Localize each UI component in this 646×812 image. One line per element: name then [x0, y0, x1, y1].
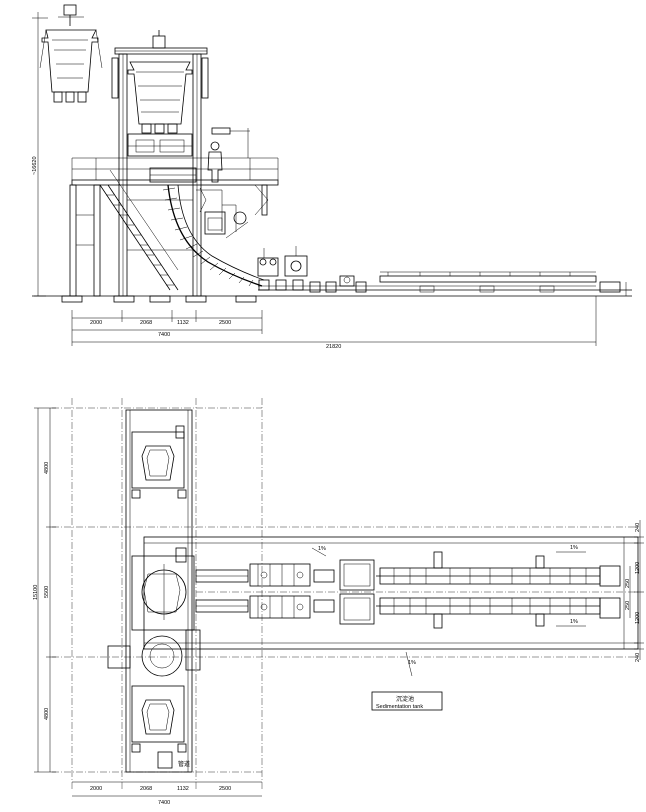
- elevation-total-dim: 21820: [326, 344, 341, 350]
- elevation-dim-4: 2500: [219, 320, 231, 326]
- operator-platform: [69, 157, 279, 297]
- elevation-dim-2: 2068: [140, 320, 152, 326]
- withdrawal-units: [257, 246, 308, 291]
- slope-label-4: 1%: [408, 660, 416, 666]
- sedimentation-tank: 沉淀池 Sedimentation tank: [371, 691, 443, 711]
- plan-right-inner-1: 250: [625, 579, 631, 588]
- plan-dim-4: 2500: [219, 786, 231, 792]
- turret-circle: [107, 629, 201, 677]
- slope-markers: 1% 1% 1% 1%: [311, 545, 586, 677]
- elevation-span-dim: 7400: [158, 332, 170, 338]
- tank-label-en: Sedimentation tank: [376, 704, 423, 710]
- ladle-station-bottom: [131, 685, 187, 769]
- caster-strand: [149, 167, 265, 287]
- slope-label-1: 1%: [318, 546, 326, 552]
- plan-span-dim: 7400: [158, 800, 170, 806]
- operator-figure: [207, 127, 250, 183]
- ladle-station-top: [131, 425, 187, 499]
- plan-height-text: 15100: [33, 585, 39, 600]
- plan-ladle-stations: 管道: [107, 425, 201, 769]
- plan-dim-3: 1132: [177, 786, 189, 792]
- foundation-blocks: [61, 295, 257, 303]
- plan-dim-2: 2068: [140, 786, 152, 792]
- elevation-height-dimension: ~16620: [32, 12, 48, 297]
- plan-right-dim-4: 240: [635, 653, 641, 662]
- strand-upper: [195, 551, 621, 591]
- ladle-station-middle: [131, 547, 195, 631]
- strand-lower: [195, 593, 621, 629]
- plan-left-dim-2: 5500: [44, 586, 50, 598]
- plan-right-dim-1: 240: [635, 523, 641, 532]
- elevation-dim-1: 2000: [90, 320, 102, 326]
- plan-building: [125, 409, 193, 773]
- plan-right-inner-2: 250: [625, 601, 631, 610]
- plan-right-dimensions: 240 1200 1200 240 250 250: [625, 520, 644, 662]
- plan-left-dim-3: 4800: [44, 708, 50, 720]
- plan-right-dim-2: 1200: [635, 562, 641, 574]
- slope-label-3: 1%: [570, 619, 578, 625]
- plan-right-dim-3: 1200: [635, 612, 641, 624]
- tank-label-cn: 沉淀池: [396, 695, 414, 703]
- stairs: [99, 169, 179, 291]
- plan-dimension-chain: 2000 2068 1132 2500 7400: [72, 781, 262, 806]
- elevation-view: ~16620: [32, 4, 632, 350]
- left-ladle: [39, 4, 103, 103]
- runout-table: [258, 271, 632, 296]
- elevation-dimension-chain: 2000 2068 1132 2500 7400 21820: [71, 296, 597, 350]
- elevation-height-text: ~16620: [32, 156, 38, 175]
- plan-view: 15100 4800 5500 4800: [33, 398, 644, 806]
- plan-left-dim-1: 4800: [44, 462, 50, 474]
- plan-strand-bay: [143, 536, 639, 650]
- plan-small-label: 管道: [178, 760, 190, 768]
- plan-dim-1: 2000: [90, 786, 102, 792]
- main-tower: [111, 30, 209, 297]
- plan-left-dimensions: 15100 4800 5500 4800: [33, 407, 56, 773]
- elevation-dim-3: 1132: [177, 320, 189, 326]
- slope-label-2: 1%: [570, 545, 578, 551]
